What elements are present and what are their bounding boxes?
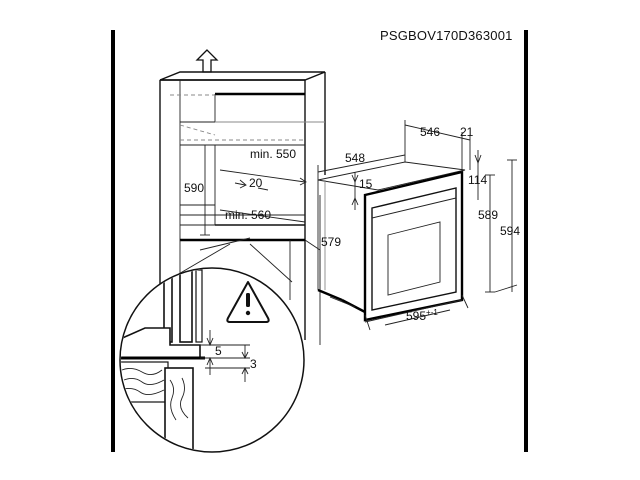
dim-114: 114 [468, 173, 487, 187]
dim-min-560: min. 560 [225, 208, 271, 222]
dim-595-tolerance: +-1 [426, 308, 438, 317]
dim-15: 15 [359, 177, 373, 191]
dim-595: 595+-1 [406, 308, 438, 323]
dim-20: 20 [249, 176, 263, 190]
dim-min-550: min. 550 [250, 147, 296, 161]
dim-detail-3: 3 [250, 357, 257, 371]
drawing-code: PSGBOV170D363001 [380, 28, 513, 43]
cabinet-dimensions [200, 144, 307, 236]
up-arrow-icon [195, 49, 219, 73]
dim-21: 21 [460, 125, 474, 139]
dim-546: 546 [420, 125, 440, 139]
dim-595-value: 595 [406, 309, 426, 323]
dim-589: 589 [478, 208, 498, 222]
dim-detail-5: 5 [215, 344, 222, 358]
dim-594: 594 [500, 224, 520, 238]
oven-dimensions [317, 120, 518, 331]
detail-view [119, 243, 305, 453]
dim-579: 579 [321, 235, 341, 249]
dim-548: 548 [345, 151, 365, 165]
dim-590: 590 [184, 181, 204, 195]
warning-triangle-icon [226, 281, 270, 323]
